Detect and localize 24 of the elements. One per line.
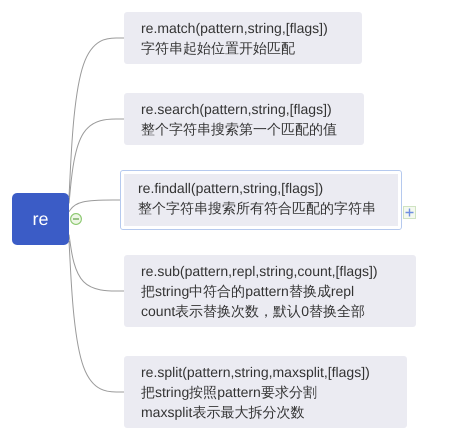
- connector-line: [68, 38, 124, 198]
- description-text: 字符串起始位置开始匹配: [141, 39, 296, 58]
- connector-line: [68, 200, 120, 212]
- function-signature: re.findall(pattern,string,[flags]): [138, 179, 324, 198]
- subtopic-box: [124, 255, 416, 327]
- subtopic-box: [124, 93, 364, 145]
- subtopic-box: [124, 12, 362, 64]
- description-text: maxsplit表示最大拆分次数: [141, 403, 306, 422]
- subtopic-box: [124, 356, 407, 428]
- central-topic-box: [12, 193, 69, 245]
- connector-line: [68, 234, 124, 292]
- description-text: 整个字符串搜索第一个匹配的值: [141, 120, 338, 139]
- topic-label: re: [32, 208, 48, 230]
- subtopic-box: [120, 170, 402, 230]
- description-text: 整个字符串搜索所有符合匹配的字符串: [138, 199, 377, 218]
- description-text: 把string中符合的pattern替换成repl: [141, 282, 356, 301]
- function-signature: re.match(pattern,string,[flags]): [141, 19, 329, 38]
- function-signature: re.split(pattern,string,maxsplit,[flags]): [141, 363, 371, 382]
- description-text: count表示替换次数，默认0替换全部: [141, 302, 366, 321]
- function-signature: re.search(pattern,string,[flags]): [141, 100, 333, 119]
- description-text: 把string按照pattern要求分割: [141, 383, 318, 402]
- connector-line: [68, 118, 124, 204]
- function-signature: re.sub(pattern,repl,string,count,[flags]): [141, 262, 379, 281]
- connector-line: [68, 240, 124, 392]
